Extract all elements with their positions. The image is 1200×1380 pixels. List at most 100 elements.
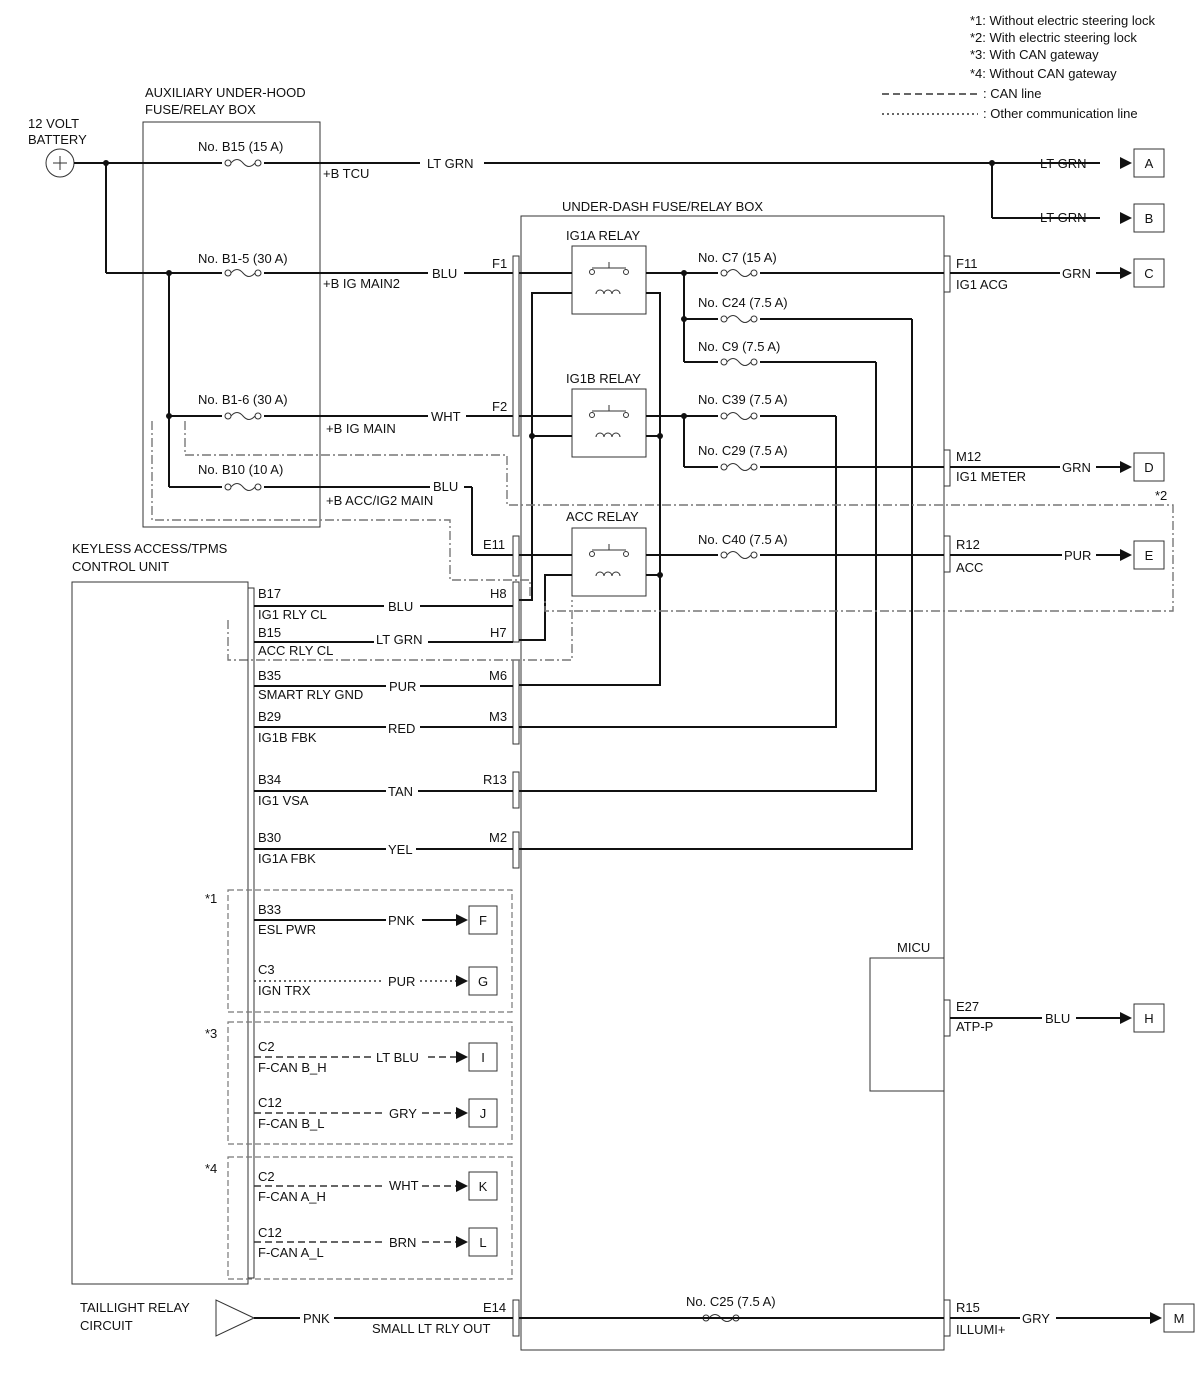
aux-box — [142, 121, 321, 528]
connector-a — [1133, 148, 1165, 178]
ku-ext-wire: LT BLU — [376, 1050, 419, 1065]
wire-label-a: LT GRN — [1040, 156, 1086, 171]
ku-ext-wire: PUR — [388, 974, 415, 989]
mark-4: *4 — [205, 1161, 217, 1176]
mark-1: *1 — [205, 891, 217, 906]
connector-b-label: B — [1145, 211, 1154, 226]
note-1: *1: Without electric steering lock — [970, 13, 1155, 28]
pin-f11: F11 — [956, 256, 977, 271]
ku-ext-wire: WHT — [389, 1178, 419, 1193]
ku-ext-c2-a: C2 F-CAN A_H WHT K — [254, 1169, 498, 1204]
ud-pin: R13 — [483, 772, 507, 787]
fuse-c25-label: No. C25 (7.5 A) — [686, 1294, 776, 1309]
ku-ext-wire: BRN — [389, 1235, 416, 1250]
junction-dot — [681, 270, 687, 276]
pin-e27: E27 — [956, 999, 979, 1014]
connector-b — [1133, 203, 1165, 233]
connector-h — [1133, 1003, 1165, 1033]
junction-dot — [529, 433, 535, 439]
arrow-head — [1120, 212, 1132, 224]
ud-connector-strip — [943, 535, 951, 573]
keyless-unit-box — [71, 581, 249, 1285]
fuse-b1-5 — [222, 267, 264, 279]
ku-pin-name: IG1B FBK — [258, 730, 317, 745]
wire-m2-return — [519, 319, 913, 850]
ud-connector-strip — [512, 659, 520, 745]
fuse-c29-label: No. C29 (7.5 A) — [698, 443, 788, 458]
note-2: *2: With electric steering lock — [970, 30, 1137, 45]
ku-ext-pin: C3 — [258, 962, 275, 977]
junction-dot — [166, 270, 172, 276]
connector-f-label: F — [479, 913, 487, 928]
wire-label-blu: BLU — [432, 266, 457, 281]
fuse-b15-label: No. B15 (15 A) — [198, 139, 283, 154]
connector-m — [1163, 1303, 1195, 1333]
circuit-b-ig-main: +B IG MAIN — [326, 421, 396, 436]
ku-pin: B34 — [258, 772, 281, 787]
junction-dot — [103, 160, 109, 166]
fuse-b10-label: No. B10 (10 A) — [198, 462, 283, 477]
circuit-small-lt-rly-out: SMALL LT RLY OUT — [372, 1321, 491, 1336]
esl-route-line — [151, 421, 531, 598]
ku-ext-name: F-CAN A_H — [258, 1189, 326, 1204]
ku-wire-label: YEL — [388, 842, 413, 857]
fuse-b1-6 — [222, 410, 264, 422]
keyless-title-1: KEYLESS ACCESS/TPMS — [72, 541, 228, 556]
acc-relay: ACC RELAY — [566, 509, 647, 597]
legend-can-label: : CAN line — [983, 86, 1042, 101]
fuse-c7 — [718, 267, 760, 279]
micu-title: MICU — [897, 940, 930, 955]
ku-ext-c12-b: C12 F-CAN B_L GRY J — [254, 1095, 498, 1131]
wire-label-h: BLU — [1045, 1011, 1070, 1026]
ku-wire-b17: B17 IG1 RLY CL BLU H8 — [254, 586, 513, 622]
connector-m-label: M — [1174, 1311, 1185, 1326]
ku-ext-pin: C12 — [258, 1095, 282, 1110]
ku-ext-pin: C2 — [258, 1169, 275, 1184]
wire-label-c: GRN — [1062, 266, 1091, 281]
wire-label-d: GRN — [1062, 460, 1091, 475]
ku-wire-label: RED — [388, 721, 415, 736]
ku-ext-name: F-CAN B_H — [258, 1060, 327, 1075]
ig1b-relay-label: IG1B RELAY — [566, 371, 641, 386]
connector-i-label: I — [481, 1050, 485, 1065]
circuit-b-acc-ig2-main: +B ACC/IG2 MAIN — [326, 493, 433, 508]
connector-d-label: D — [1144, 460, 1153, 475]
ud-connector-strip — [512, 581, 520, 643]
ku-pin-name: ACC RLY CL — [258, 643, 333, 658]
group-1-box — [227, 889, 513, 1013]
connector-a-label: A — [1145, 156, 1154, 171]
fuse-b1-5-label: No. B1-5 (30 A) — [198, 251, 288, 266]
pin-e11: E11 — [483, 537, 505, 552]
ku-wire-b29: B29 IG1B FBK RED M3 — [254, 709, 513, 745]
wire-label-wht: WHT — [431, 409, 461, 424]
connector-g — [468, 966, 498, 996]
ku-wire-label: LT GRN — [376, 632, 422, 647]
fuse-c29 — [718, 461, 760, 473]
group-4-box — [227, 1156, 513, 1280]
pin-m12: M12 — [956, 449, 981, 464]
ku-ext-name: F-CAN A_L — [258, 1245, 324, 1260]
ud-pin: M6 — [489, 668, 507, 683]
ku-pin-name: IG1 VSA — [258, 793, 309, 808]
pin-r12: R12 — [956, 537, 980, 552]
arrow-head — [1120, 461, 1132, 473]
ku-wire-b15: B15 ACC RLY CL LT GRN H7 — [254, 625, 513, 658]
ku-wire-b30: B30 IG1A FBK YEL M2 — [254, 830, 513, 866]
note-4: *4: Without CAN gateway — [970, 66, 1117, 81]
ig1a-relay: IG1A RELAY — [566, 228, 647, 315]
pin-f1: F1 — [492, 256, 507, 271]
fuse-c9 — [718, 356, 760, 368]
fuse-c7-label: No. C7 (15 A) — [698, 250, 777, 265]
connector-e-label: E — [1145, 548, 1154, 563]
ud-pin: M2 — [489, 830, 507, 845]
wire-m6-gnd — [519, 292, 661, 686]
ud-connector-strip — [512, 255, 520, 437]
battery: 12 VOLT BATTERY — [28, 116, 87, 178]
connector-d — [1133, 452, 1165, 482]
ku-ext-c2-b: C2 F-CAN B_H LT BLU I — [254, 1039, 498, 1075]
ku-wire-label: BLU — [388, 599, 413, 614]
taillight-buffer-icon — [215, 1299, 256, 1337]
connector-k-label: K — [479, 1179, 488, 1194]
junction-dot — [681, 316, 687, 322]
